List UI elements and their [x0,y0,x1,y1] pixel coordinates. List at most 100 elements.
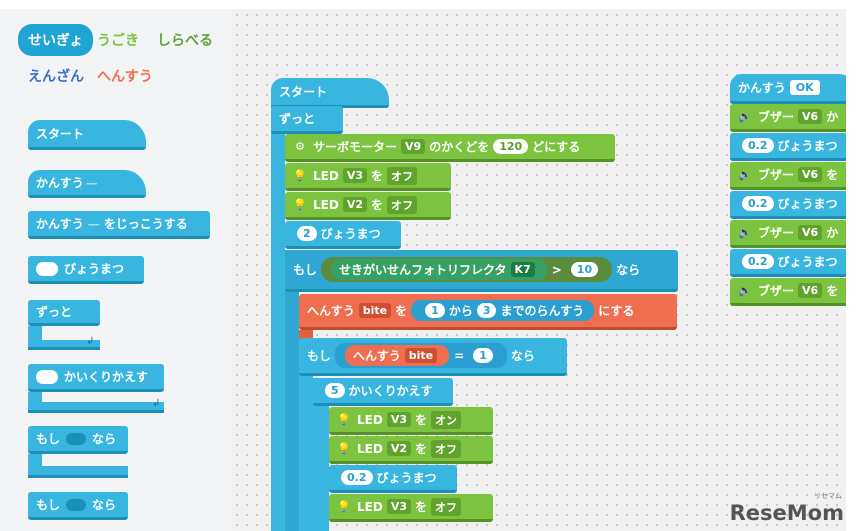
if-else-label-b: なら [92,498,117,512]
servo-block[interactable]: ⚙ サーボモーター V9 のかくどを 120 どにする [285,134,615,162]
led-port-dropdown[interactable]: V3 [386,499,411,514]
wait-seconds-input[interactable]: 0.2 [742,138,774,153]
function-name-slot: — [85,175,98,190]
wait-label: びょうまつ [64,262,125,276]
speaker-icon: 🔈 [738,284,752,297]
buzzer-label: ブザー [758,284,795,298]
watermark-kana: リセマム [814,492,842,500]
category-operators-tab[interactable]: えんざん [28,69,84,85]
function-hat-block[interactable]: かんすう OK [730,74,858,104]
buzzer-label-b: を [826,284,839,298]
loop-arrow-icon: ↲ [86,336,95,347]
start-label: スタート [279,85,328,99]
led-port-dropdown[interactable]: V2 [342,197,367,212]
wait-seconds-input[interactable]: 0.2 [742,196,774,211]
palette-function-block[interactable]: かんすう— [28,170,146,198]
led-label: LED [357,412,383,427]
led-port-dropdown[interactable]: V3 [386,412,411,427]
if-label: もし [293,263,318,277]
buzzer-port-dropdown[interactable]: V6 [798,283,823,298]
sensor-label: せきがいせんフォトリフレクタ [339,263,507,277]
wait-seconds-input[interactable]: 2 [297,226,317,241]
function-label: かんすう [36,176,84,190]
repeat-label: かいくりかえす [348,384,433,398]
wait-seconds-input[interactable]: 0.2 [341,470,373,485]
equals-value-input[interactable]: 1 [473,348,493,363]
category-motion-tab[interactable]: うごき [97,33,139,49]
category-sensing-tab[interactable]: しらべる [157,33,213,49]
loop-arrow-icon: ↲ [152,398,161,409]
function-name-input[interactable]: OK [789,80,820,95]
servo-port-dropdown[interactable]: V9 [401,139,426,154]
variable-dropdown[interactable]: bite [358,303,392,318]
equals-operator: = [454,348,465,363]
led-icon: 💡 [293,198,307,211]
palette-forever-block[interactable]: ずっと [28,300,100,326]
led-state-dropdown[interactable]: オフ [387,195,417,214]
function-label: かんすう [738,81,786,95]
variable-dropdown[interactable]: bite [404,348,438,363]
palette-if-block[interactable]: もしなら [28,426,128,454]
buzzer-port-dropdown[interactable]: V6 [798,109,823,124]
random-from-input[interactable]: 1 [425,303,445,318]
palette-if-bottom [28,466,128,478]
palette-repeat-block[interactable]: かいくりかえす [28,364,164,392]
compare-value-input[interactable]: 10 [570,262,599,277]
repeat-count-input[interactable]: 5 [325,383,345,398]
wait-label: びょうまつ [320,227,381,241]
wait-value-slot [36,261,58,276]
sensor-port-dropdown[interactable]: K7 [510,262,535,277]
palette-wait-block[interactable]: びょうまつ [28,256,144,284]
buzzer-port-dropdown[interactable]: V6 [798,167,823,182]
led-port-dropdown[interactable]: V3 [342,168,367,183]
category-control-tab[interactable]: せいぎょ [18,24,94,56]
led-label: LED [357,499,383,514]
buzzer-label-b: か [826,110,839,124]
buzzer-label: ブザー [758,168,795,182]
palette-start-block[interactable]: スタート [28,120,146,150]
random-to-input[interactable]: 3 [476,303,497,318]
led-state-dropdown[interactable]: オフ [431,439,461,458]
forever-block[interactable]: ずっと [271,106,343,134]
palette-run-function-block[interactable]: かんすう—をじっこうする [28,211,210,239]
wait-label: びょうまつ [777,139,838,153]
random-label-b: までのらんすう [500,304,585,318]
led-port-dropdown[interactable]: V2 [386,441,411,456]
wait-label: びょうまつ [777,197,838,211]
start-hat-block[interactable]: スタート [271,78,389,108]
palette-if-else-block[interactable]: もしなら [28,492,128,520]
category-variables-tab[interactable]: へんすう [97,69,153,85]
buzzer-port-dropdown[interactable]: V6 [798,225,823,240]
led-state-dropdown[interactable]: オン [431,410,461,429]
start-label: スタート [36,127,85,141]
servo-angle-input[interactable]: 120 [493,139,529,154]
watermark-logo: ReseMom [729,501,844,525]
wait-seconds-input[interactable]: 0.2 [742,254,774,269]
if-inner-arm [299,340,313,531]
led-state-dropdown[interactable]: オフ [387,166,417,185]
led-state-dropdown[interactable]: オフ [431,497,461,516]
